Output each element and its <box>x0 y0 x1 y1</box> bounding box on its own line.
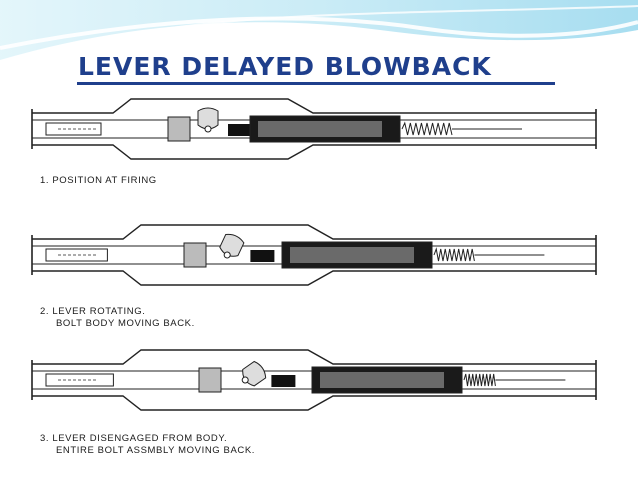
locking-block <box>250 250 275 262</box>
lever-pivot <box>241 376 249 384</box>
lever-body <box>197 107 219 130</box>
header-wave <box>0 0 638 60</box>
receiver-outline <box>32 98 596 160</box>
bolt-body-texture <box>258 121 382 137</box>
lever-body <box>242 360 267 387</box>
stage-1-caption-line1: 1. POSITION AT FIRING <box>40 175 157 186</box>
recoil-spring <box>433 247 475 262</box>
bolt-head <box>198 367 222 393</box>
header-wave-line <box>119 5 638 37</box>
lever-pivot <box>204 125 212 133</box>
lever-body <box>219 233 245 257</box>
stage-2-caption-line2: BOLT BODY MOVING BACK. <box>56 318 195 329</box>
bolt-body-texture <box>290 247 414 263</box>
mechanism-drawings <box>31 98 597 411</box>
stage-1-caption: 1. POSITION AT FIRING <box>40 175 157 187</box>
stage-3-caption: 3. LEVER DISENGAGED FROM BODY. ENTIRE BO… <box>40 433 255 457</box>
locking-block <box>228 124 252 136</box>
stage-3-caption-line1: 3. LEVER DISENGAGED FROM BODY. <box>40 433 228 444</box>
receiver-outline <box>32 224 596 286</box>
locking-block <box>271 375 296 387</box>
cartridge <box>45 122 102 136</box>
bolt-body-texture <box>320 372 444 388</box>
stage-1-drawing <box>31 98 597 160</box>
end-caps <box>31 360 597 400</box>
stage-2-caption-line1: 2. LEVER ROTATING. <box>40 306 146 317</box>
stage-2-caption: 2. LEVER ROTATING. BOLT BODY MOVING BACK… <box>40 306 195 330</box>
cartridge <box>45 248 108 262</box>
end-caps <box>31 235 597 275</box>
stage-3-drawing <box>31 349 597 411</box>
header-wave-highlight <box>0 16 638 50</box>
stage-3-caption-line2: ENTIRE BOLT ASSMBLY MOVING BACK. <box>56 445 256 456</box>
delay-lever <box>219 233 245 259</box>
end-caps <box>31 109 597 149</box>
recoil-spring <box>463 373 496 387</box>
cartridge <box>45 373 114 387</box>
title-underline <box>77 82 555 85</box>
bolt-head <box>183 242 207 268</box>
slide-title: LEVER DELAYED BLOWBACK <box>78 52 492 81</box>
lever-pivot <box>223 251 231 259</box>
receiver-outline <box>32 349 596 411</box>
stage-2-drawing <box>31 224 597 286</box>
delay-lever <box>197 107 219 133</box>
bolt-head <box>167 116 191 142</box>
delay-lever <box>241 360 267 387</box>
mechanism-figure: 1. POSITION AT FIRING 2. LEVER ROTATING.… <box>18 92 609 466</box>
recoil-spring <box>401 121 453 136</box>
